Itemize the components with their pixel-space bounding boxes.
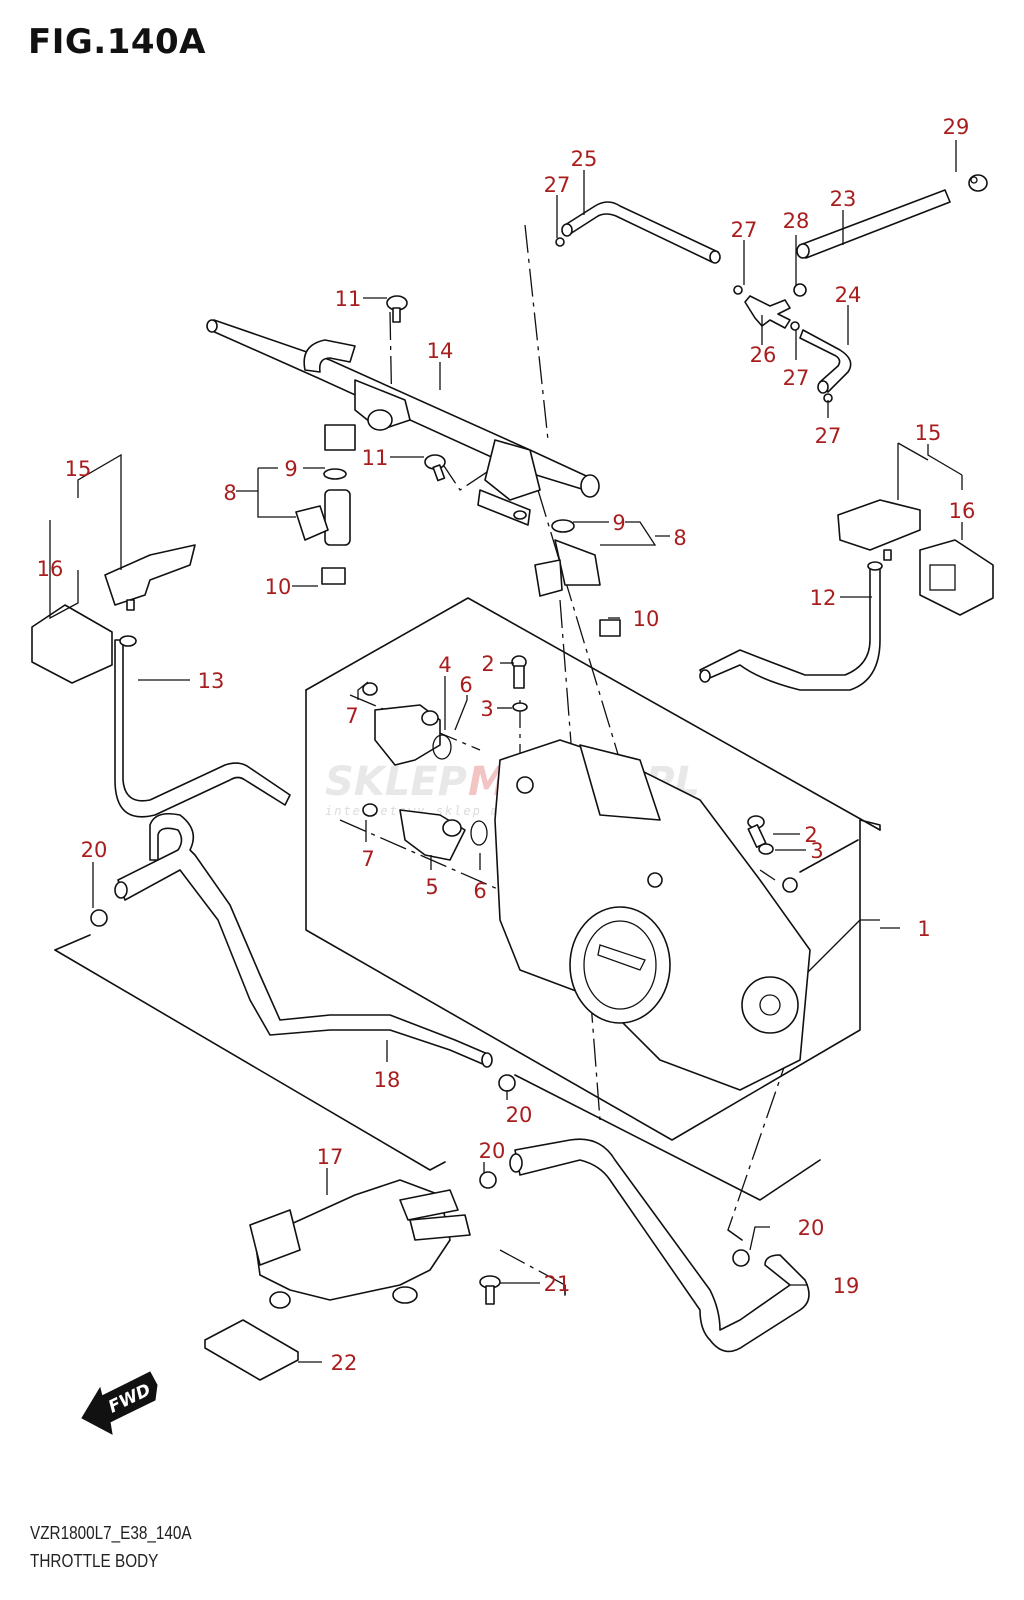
- hose-13: [114, 635, 291, 818]
- callout-6: 6: [459, 673, 472, 697]
- clamp-29: [968, 174, 988, 192]
- callout-27: 27: [783, 366, 810, 390]
- callout-29: 29: [943, 115, 970, 139]
- figure-code: VZR1800L7_E38_140A: [30, 1523, 192, 1543]
- figure-title: FIG.140A: [28, 22, 206, 62]
- callout-8: 8: [223, 481, 236, 505]
- injector-right-8: [534, 519, 621, 637]
- hose-12: [699, 561, 883, 691]
- screws-11: [386, 295, 446, 482]
- callout-18: 18: [374, 1068, 401, 1092]
- figure-name: THROTTLE BODY: [30, 1551, 159, 1571]
- sensor-5: [362, 803, 488, 861]
- map-sensor-left: [31, 544, 196, 684]
- callout-2: 2: [481, 652, 494, 676]
- callout-10: 10: [265, 575, 292, 599]
- callout-16: 16: [37, 557, 64, 581]
- throttle-body-1: [494, 739, 811, 1091]
- callout-9: 9: [612, 511, 625, 535]
- callout-17: 17: [317, 1145, 344, 1169]
- sensor-4: [362, 682, 452, 766]
- callout-20: 20: [506, 1103, 533, 1127]
- callout-28: 28: [783, 209, 810, 233]
- callout-13: 13: [198, 669, 225, 693]
- callout-20: 20: [81, 838, 108, 862]
- callout-4: 4: [438, 653, 451, 677]
- callout-9: 9: [284, 457, 297, 481]
- callout-20: 20: [798, 1216, 825, 1240]
- hose-18: [114, 812, 493, 1068]
- fwd-direction-indicator: FWD: [81, 1371, 158, 1435]
- clamps-27: [555, 237, 833, 403]
- assembly-boundary-1: [305, 597, 881, 1141]
- callout-24: 24: [835, 283, 862, 307]
- cushion-22: [204, 1319, 299, 1381]
- callout-25: 25: [571, 147, 598, 171]
- callout-7: 7: [345, 704, 358, 728]
- clamps-20: [90, 909, 750, 1267]
- callout-11: 11: [335, 287, 362, 311]
- callout-27: 27: [544, 173, 571, 197]
- hose-25: [561, 201, 721, 264]
- callout-19: 19: [833, 1274, 860, 1298]
- callout-15: 15: [65, 457, 92, 481]
- callout-2: 2: [804, 823, 817, 847]
- arrow-left-down-icon: [81, 1371, 158, 1435]
- fuel-delivery-pipe-14: [206, 319, 600, 526]
- callout-3: 3: [480, 697, 493, 721]
- callout-10: 10: [633, 607, 660, 631]
- callout-27: 27: [731, 218, 758, 242]
- callout-20: 20: [479, 1139, 506, 1163]
- callout-1: 1: [917, 917, 930, 941]
- callout-22: 22: [331, 1351, 358, 1375]
- isc-valve-17: [249, 1179, 471, 1309]
- callout-12: 12: [810, 586, 837, 610]
- callout-6: 6: [473, 879, 486, 903]
- callout-23: 23: [830, 187, 857, 211]
- callout-26: 26: [750, 343, 777, 367]
- callout-14: 14: [427, 339, 454, 363]
- callout-11: 11: [362, 446, 389, 470]
- callout-21: 21: [544, 1272, 571, 1296]
- callout-labels: 29 25 27 23 27 28 24 26 27 27 11 14 11 9…: [37, 115, 976, 1375]
- callout-16: 16: [949, 499, 976, 523]
- injector-left-8: [295, 468, 351, 585]
- callout-8: 8: [673, 526, 686, 550]
- callout-3: 3: [810, 839, 823, 863]
- callout-15: 15: [915, 421, 942, 445]
- callout-7: 7: [361, 847, 374, 871]
- hose-23: [796, 189, 951, 259]
- callout-27: 27: [815, 424, 842, 448]
- hose-19: [509, 1138, 810, 1353]
- hose-24: [799, 329, 852, 394]
- screws-2-orings-3: [511, 655, 774, 855]
- screw-21: [479, 1275, 501, 1305]
- assembly-boundary-lower: [54, 934, 821, 1241]
- map-sensor-right: [837, 499, 994, 616]
- watermark-main-gray: SKLEP: [325, 759, 467, 805]
- joint-26: [744, 295, 791, 329]
- callout-leaders: [49, 140, 963, 1363]
- callout-5: 5: [425, 875, 438, 899]
